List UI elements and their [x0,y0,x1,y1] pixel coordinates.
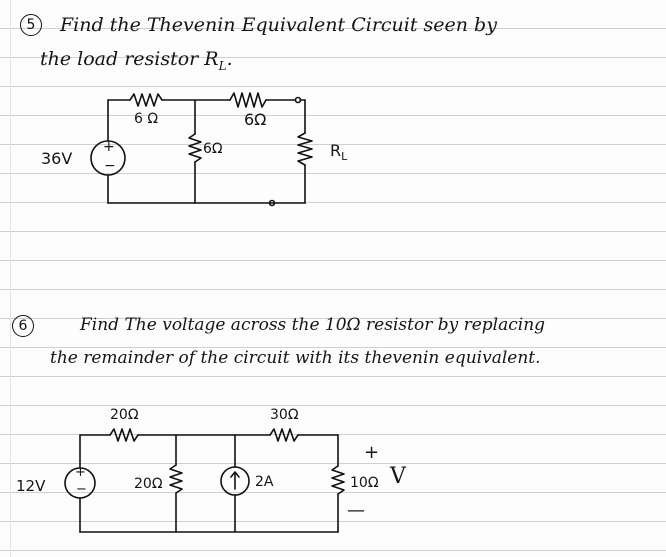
problem-5-line2-subscript: L [218,58,227,73]
circuit-1-load-label-text: R [330,141,342,160]
circuit-2-source-minus: − [76,482,87,497]
circuit-1-resistor-top [229,92,267,108]
circuit-2-left-resistor-label: 20Ω [110,407,139,423]
circuit-2-source-label: 12V [16,477,46,495]
circuit-1-resistor-mid [188,133,202,163]
circuit-2-right-resistor-label: 30Ω [270,407,299,423]
problem-6-number: 6 [12,315,34,337]
circuit-2-resistor-right [269,428,299,442]
circuit-2-resistor-left [109,428,139,442]
problem-6-line1: Find The voltage across the 10Ω resistor… [80,315,546,335]
circuit-2-load-resistor-label: 10Ω [350,475,379,491]
circuit-1-resistor-series [129,93,163,107]
problem-5-line2-text: the load resistor R [40,48,219,70]
circuit-1-source-label: 36V [41,149,73,168]
problem-5-line2-end: . [226,48,233,70]
circuit-2-voltage-label: V [390,464,406,489]
circuit-2-voltage-minus: — [347,500,365,521]
circuit-1-mid-resistor-label: 6Ω [203,141,223,157]
circuit-2-resistor-load [331,465,345,495]
circuit-1-load-resistor-label: RL [330,141,348,164]
circuit-1-resistor-load [297,132,313,166]
circuit-2-resistor-shunt [169,464,183,494]
circuit-2-voltage-plus: + [364,442,380,463]
circuit-1-top-resistor-label: 6Ω [244,110,267,129]
circuit-2-current-source-label: 2A [255,474,274,490]
problem-5-number: 5 [20,14,42,36]
circuit-2-source-plus: + [75,465,86,480]
circuit-2-shunt-resistor-label: 20Ω [134,476,163,492]
circuit-1-source-minus: − [104,158,116,174]
problem-5-line2: the load resistor RL. [40,50,233,72]
circuit-1-series-resistor-label: 6 Ω [134,111,159,127]
problem-5-line1: Find the Thevenin Equivalent Circuit see… [60,14,497,36]
circuit-1-load-label-sub: L [341,150,348,164]
problem-6-line2: the remainder of the circuit with its th… [50,348,541,368]
circuit-1-source-plus: + [103,139,115,155]
page-margin-line [10,0,11,557]
